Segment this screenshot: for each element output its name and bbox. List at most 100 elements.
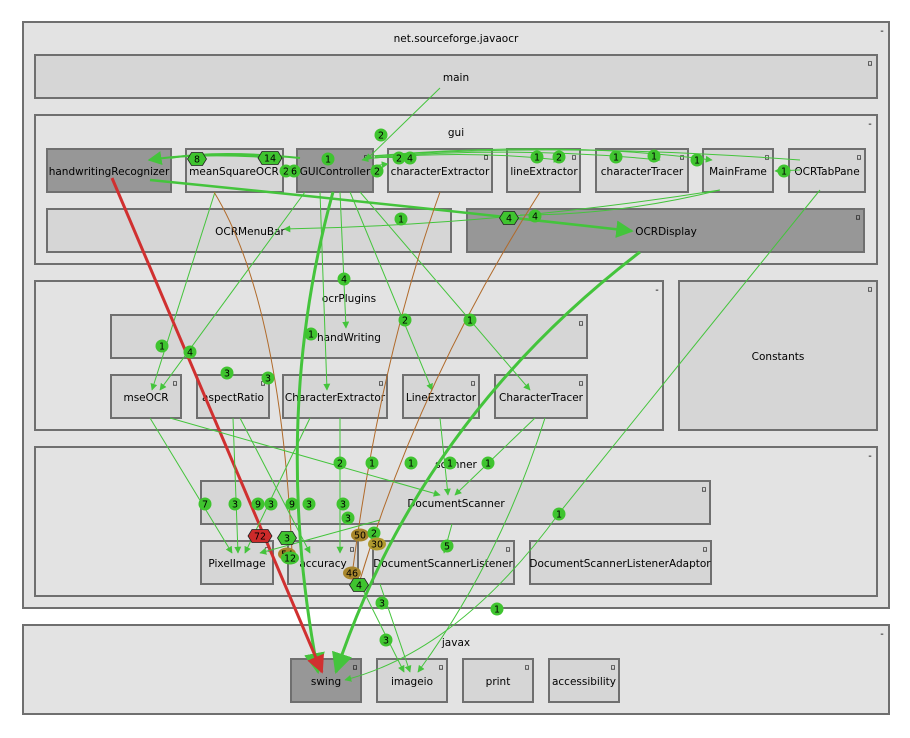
- edge-weight-badge-shape: [499, 211, 519, 225]
- class-GUIController[interactable]: GUIController ▫: [296, 148, 374, 193]
- lineExtractor-expand-button[interactable]: ▫: [571, 152, 577, 163]
- package-Constants[interactable]: Constants ▫: [678, 280, 878, 431]
- class-print[interactable]: print ▫: [462, 658, 534, 703]
- edge-weight-badge: 1: [394, 212, 408, 226]
- edge-weight-badge: 1: [304, 327, 318, 341]
- edge-weight-badge-shape: [440, 539, 454, 553]
- class-DocumentScannerListenerAdaptor[interactable]: DocumentScannerListenerAdaptor ▫: [529, 540, 712, 585]
- edge-lineExtractor-accuracy: [359, 191, 541, 581]
- edge-handwritingRecognizer-OCRDisplay: [149, 178, 634, 238]
- OCRTabPane-expand-button[interactable]: ▫: [856, 152, 862, 163]
- OCRDisplay-expand-button[interactable]: ▫: [855, 212, 861, 223]
- CharacterExtractor-expand-button[interactable]: ▫: [378, 378, 384, 389]
- edge-weight-badge: 3: [375, 596, 389, 610]
- edge-weight-badge: 9: [251, 497, 265, 511]
- class-OCRTabPane-label: OCRTabPane: [794, 166, 859, 178]
- edge-weight-badge: 1: [490, 602, 504, 616]
- CharacterTracer-expand-button[interactable]: ▫: [578, 378, 584, 389]
- edge-weight-badge-shape: [394, 212, 408, 226]
- class-aspectRatio-label: aspectRatio: [202, 392, 264, 404]
- edge-mseOCR-DocumentScanner: [169, 417, 441, 497]
- class-OCRTabPane[interactable]: OCRTabPane ▫: [788, 148, 866, 193]
- ocrPlugins-collapse-button[interactable]: -: [654, 285, 660, 296]
- edge-weight-badge-shape: [349, 578, 369, 592]
- edge-weight-badge-label: 1: [781, 167, 787, 178]
- edge-weight-badge-label: 3: [284, 534, 290, 545]
- edge-weight-badge: 30: [368, 537, 386, 551]
- class-imageio[interactable]: imageio ▫: [376, 658, 448, 703]
- swing-expand-button[interactable]: ▫: [352, 662, 358, 673]
- edge-weight-badge: 12: [281, 551, 299, 565]
- class-accessibility[interactable]: accessibility ▫: [548, 658, 620, 703]
- edge-OCRDisplay-swing: [332, 250, 641, 674]
- edge-weight-badge: 1: [443, 456, 457, 470]
- edge-weight-badge: 4: [403, 151, 417, 165]
- LineExtractor-expand-button[interactable]: ▫: [470, 378, 476, 389]
- edge-weight-badge-label: 46: [346, 569, 358, 580]
- class-CharacterTracer[interactable]: CharacterTracer ▫: [494, 374, 588, 419]
- edge-weight-badge: 1: [690, 153, 704, 167]
- edge-weight-badge-shape: [257, 151, 283, 165]
- edge-weight-badge-shape: [647, 149, 661, 163]
- package-javax[interactable]: javax -: [22, 624, 890, 715]
- Constants-expand-button[interactable]: ▫: [867, 284, 873, 295]
- scanner-collapse-button[interactable]: -: [867, 451, 873, 462]
- edge-weight-badge: 3: [379, 633, 393, 647]
- edge-weight-badge-shape: [609, 150, 623, 164]
- handWriting-expand-button[interactable]: ▫: [578, 318, 584, 329]
- edge-weight-badge: 3: [261, 371, 275, 385]
- edge-characterExtractor-accuracy: [351, 191, 441, 576]
- edge-weight-badge-label: 3: [345, 514, 351, 525]
- edge-weight-badge-shape: [336, 497, 350, 511]
- edge-weight-badge-shape: [351, 528, 369, 542]
- gui-collapse-button[interactable]: -: [867, 119, 873, 130]
- DocumentScannerListenerAdaptor-expand-button[interactable]: ▫: [702, 544, 708, 555]
- characterTracer-expand-button[interactable]: ▫: [679, 152, 685, 163]
- edge-weight-badge: 9: [285, 497, 299, 511]
- edge-weight-badge-label: 1: [534, 153, 540, 164]
- aspectRatio-expand-button[interactable]: ▫: [260, 378, 266, 389]
- class-lineExtractor[interactable]: lineExtractor ▫: [506, 148, 581, 193]
- edge-weight-badge-label: 2: [337, 459, 343, 470]
- edge-weight-badge: 50: [351, 528, 369, 542]
- edge-weight-badge-shape: [530, 150, 544, 164]
- edge-weight-badge-label: 2: [283, 167, 289, 178]
- accessibility-expand-button[interactable]: ▫: [610, 662, 616, 673]
- edge-weight-badge-shape: [374, 128, 388, 142]
- class-LineExtractor[interactable]: LineExtractor ▫: [402, 374, 480, 419]
- edge-weight-badge-label: 5: [444, 542, 450, 553]
- edge-weight-badge-shape: [490, 602, 504, 616]
- class-DocumentScanner[interactable]: DocumentScanner ▫: [200, 480, 711, 525]
- edge-weight-badge: 1: [530, 150, 544, 164]
- root-collapse-button[interactable]: -: [879, 26, 885, 37]
- edge-weight-badge-shape: [398, 313, 412, 327]
- javax-collapse-button[interactable]: -: [879, 629, 885, 640]
- edge-handwritingRecognizer-swing: [110, 177, 324, 674]
- print-expand-button[interactable]: ▫: [524, 662, 530, 673]
- main-expand-button[interactable]: ▫: [867, 58, 873, 69]
- edge-weight-badge-shape: [777, 164, 791, 178]
- accuracy-expand-button[interactable]: ▫: [349, 544, 355, 555]
- edge-weight-badge-label: 3: [306, 500, 312, 511]
- edge-weight-badge: 1: [155, 339, 169, 353]
- class-mseOCR[interactable]: mseOCR ▫: [110, 374, 182, 419]
- characterExtractor-expand-button[interactable]: ▫: [483, 152, 489, 163]
- class-OCRMenuBar[interactable]: OCRMenuBar: [46, 208, 452, 253]
- class-aspectRatio[interactable]: aspectRatio ▫: [196, 374, 270, 419]
- imageio-expand-button[interactable]: ▫: [438, 662, 444, 673]
- edge-weight-badge-shape: [690, 153, 704, 167]
- edge-weight-badge-shape: [528, 209, 542, 223]
- class-PixelImage[interactable]: PixelImage ▫: [200, 540, 274, 585]
- mseOCR-expand-button[interactable]: ▫: [172, 378, 178, 389]
- DocumentScanner-expand-button[interactable]: ▫: [701, 484, 707, 495]
- class-swing[interactable]: swing ▫: [290, 658, 362, 703]
- class-handWriting[interactable]: handWriting ▫: [110, 314, 588, 359]
- DocumentScannerListener-expand-button[interactable]: ▫: [505, 544, 511, 555]
- package-main[interactable]: main ▫: [34, 54, 878, 99]
- class-handwritingRecognizer[interactable]: handwritingRecognizer: [46, 148, 172, 193]
- edge-weight-badge: 2: [370, 164, 384, 178]
- edge-weight-badge: 2: [552, 150, 566, 164]
- class-CharacterExtractor-label: CharacterExtractor: [285, 392, 386, 404]
- edge-weight-badge: 1: [777, 164, 791, 178]
- edge-weight-badge: 2: [374, 128, 388, 142]
